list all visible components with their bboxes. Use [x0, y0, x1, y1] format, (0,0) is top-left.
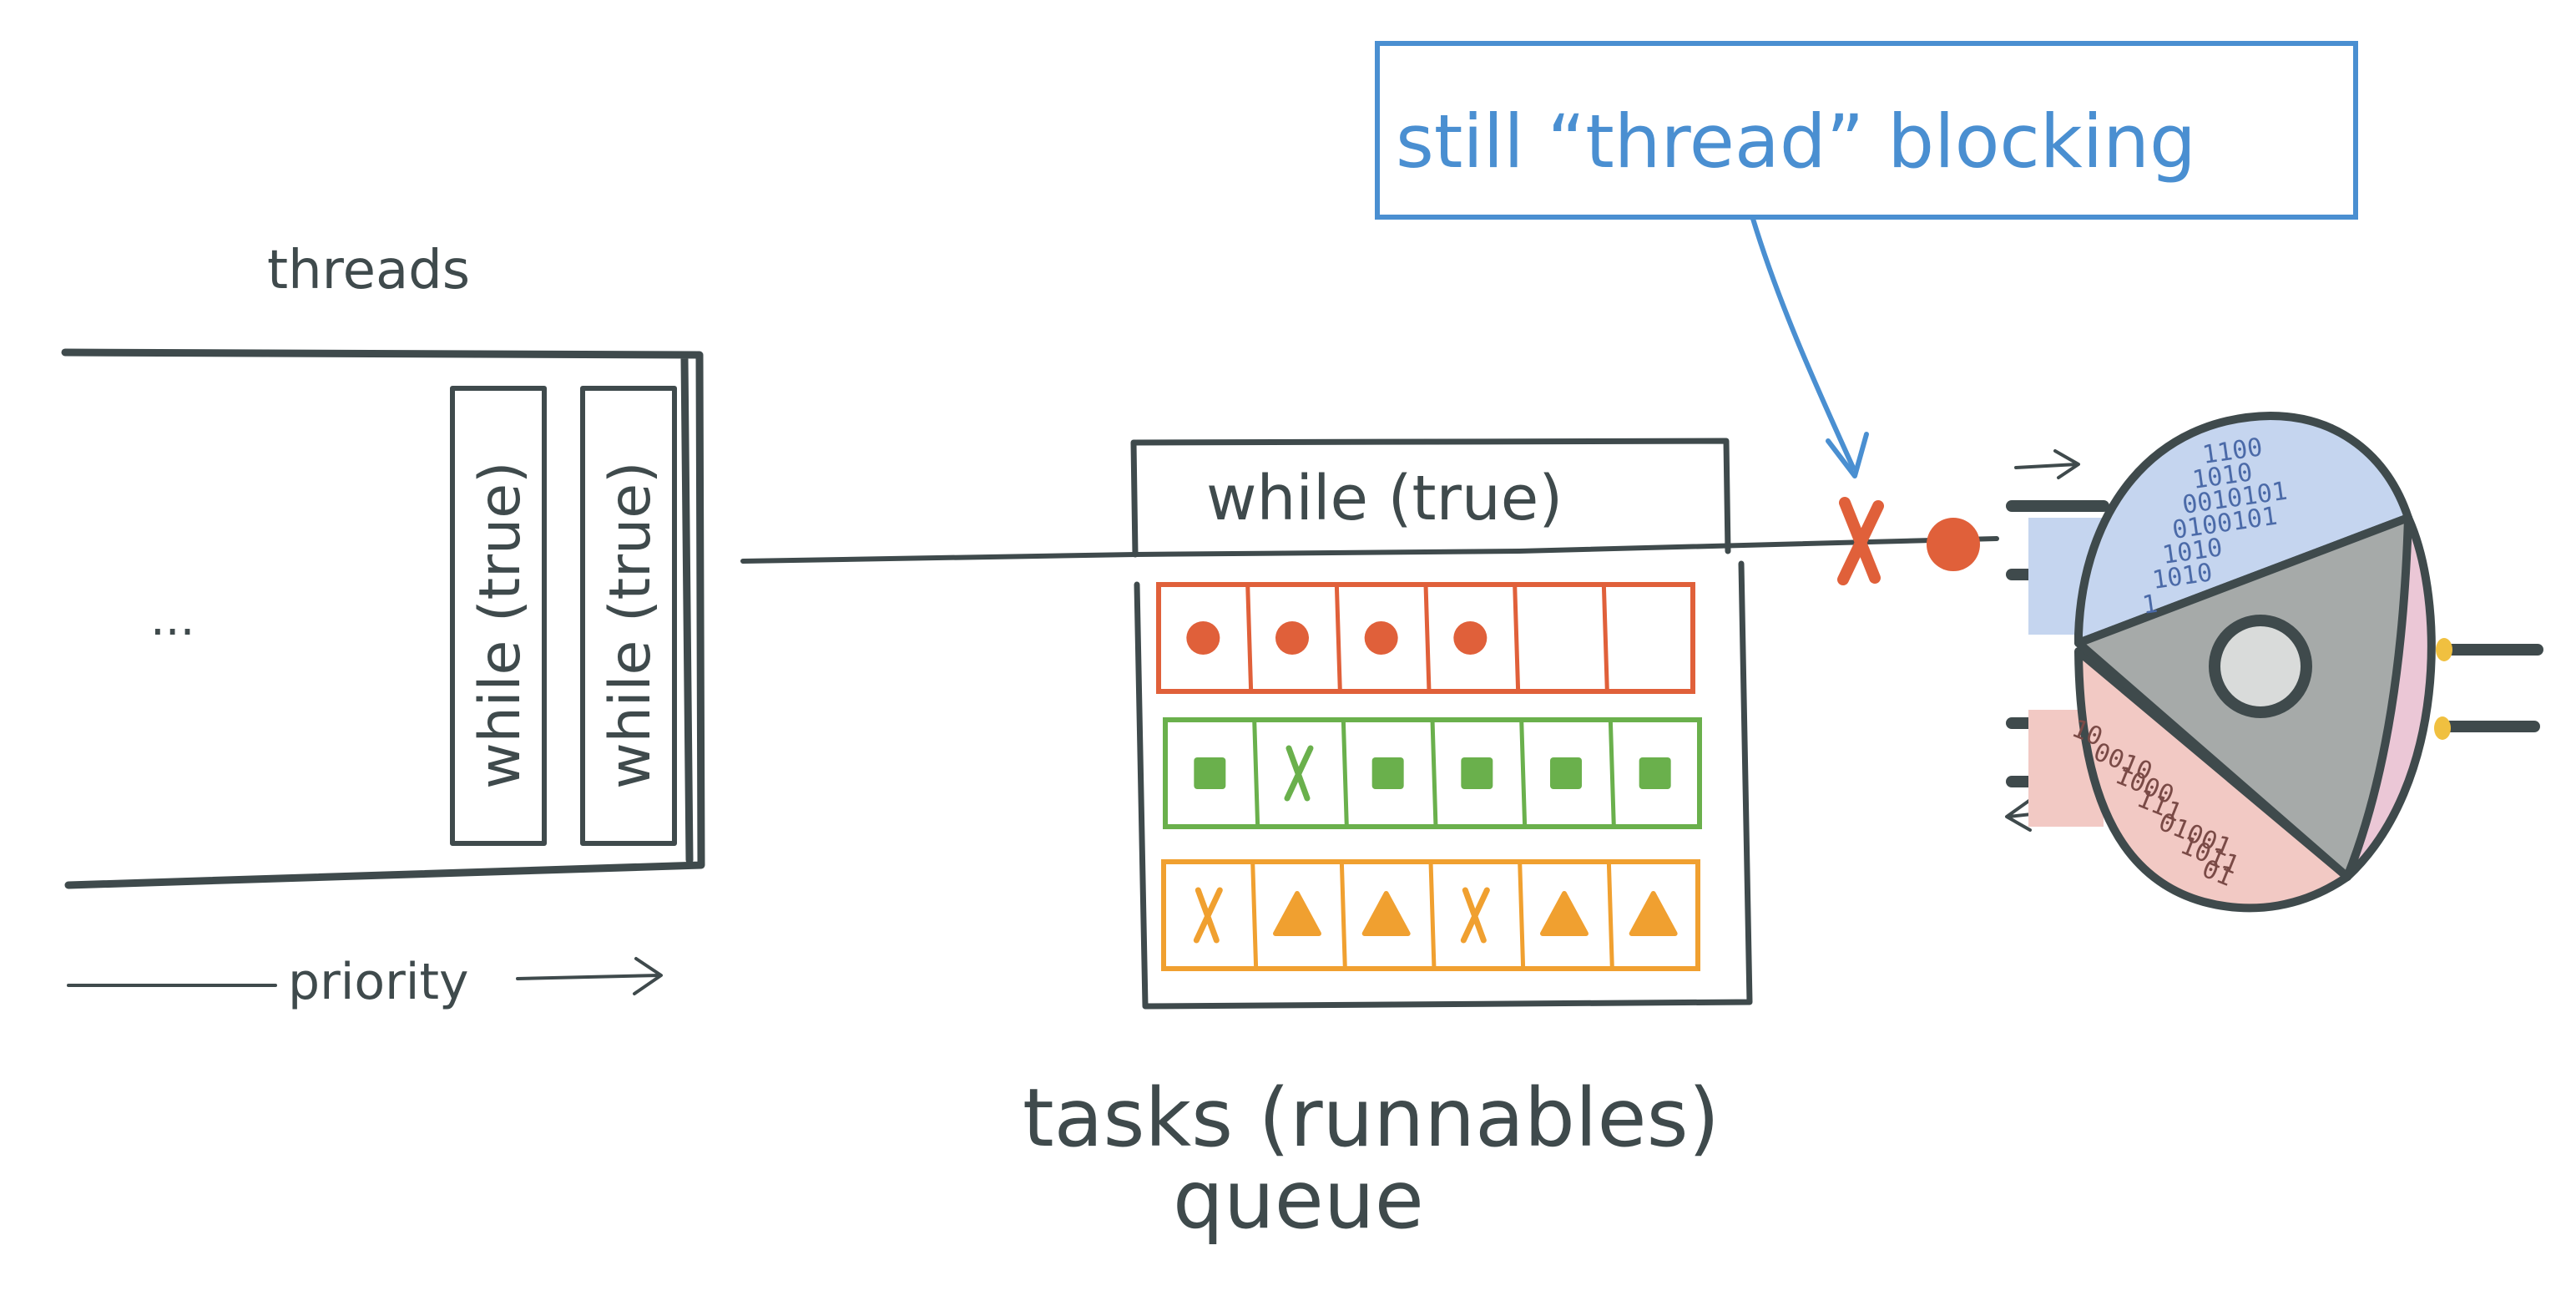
threads-pool-frame	[61, 348, 705, 889]
task-triangle-icon	[1273, 891, 1321, 936]
worker-thread-1-label: while (true)	[467, 461, 533, 789]
task-square-icon	[1371, 757, 1404, 789]
queue-header: while (true)	[1130, 438, 1731, 558]
queue-body-frame	[1134, 560, 1753, 1010]
task-cross-icon	[1193, 887, 1223, 944]
task-circle-icon	[1453, 621, 1488, 655]
queue-thread-line	[740, 536, 1999, 564]
queue-rows	[1156, 582, 1702, 971]
queue-caption-line2: queue	[1173, 1153, 1424, 1247]
priority-label: priority	[288, 953, 469, 1011]
pending-task-dot	[1927, 518, 1980, 571]
blocked-marker	[1837, 497, 1980, 585]
blocking-callout: still “thread” blocking	[1375, 41, 2358, 478]
task-triangle-icon	[1629, 891, 1678, 936]
task-square-icon	[1461, 757, 1493, 789]
callout-text: still “thread” blocking	[1396, 99, 2196, 185]
task-queue: while (true) tasks (runnables) queue	[740, 438, 1999, 1247]
task-circle-icon	[1186, 621, 1220, 655]
priority-axis: priority	[67, 953, 663, 1011]
task-square-icon	[1639, 757, 1671, 789]
task-circle-icon	[1275, 621, 1309, 655]
task-triangle-icon	[1361, 891, 1411, 936]
callout-arrow	[1750, 216, 1856, 470]
task-cross-icon	[1460, 887, 1490, 944]
task-cross-icon	[1284, 745, 1314, 802]
task-square-icon	[1550, 757, 1582, 789]
queue-header-label: while (true)	[1206, 463, 1563, 534]
worker-thread-2-label: while (true)	[598, 461, 664, 789]
callout-box	[1375, 41, 2358, 220]
worker-thread-1: while (true)	[450, 386, 547, 846]
callout-arrowhead	[1826, 432, 1869, 478]
queue-row-1	[1156, 582, 1695, 694]
task-circle-icon	[1364, 621, 1398, 655]
queue-caption-line1: tasks (runnables)	[1023, 1071, 1720, 1165]
cpu-core-hole	[2209, 615, 2312, 718]
threads-label: threads	[267, 240, 470, 301]
worker-thread-2: while (true)	[580, 386, 677, 846]
queue-row-3	[1161, 859, 1700, 971]
task-triangle-icon	[1540, 891, 1589, 936]
queue-row-2	[1163, 717, 1702, 829]
threads-group: threads ... while (true) while (true) pr…	[61, 240, 705, 1011]
task-square-icon	[1194, 757, 1226, 789]
cpu-bit-string: 1	[2140, 590, 2159, 620]
blocked-cross-icon	[1837, 497, 1884, 585]
threads-ellipsis: ...	[150, 592, 194, 646]
